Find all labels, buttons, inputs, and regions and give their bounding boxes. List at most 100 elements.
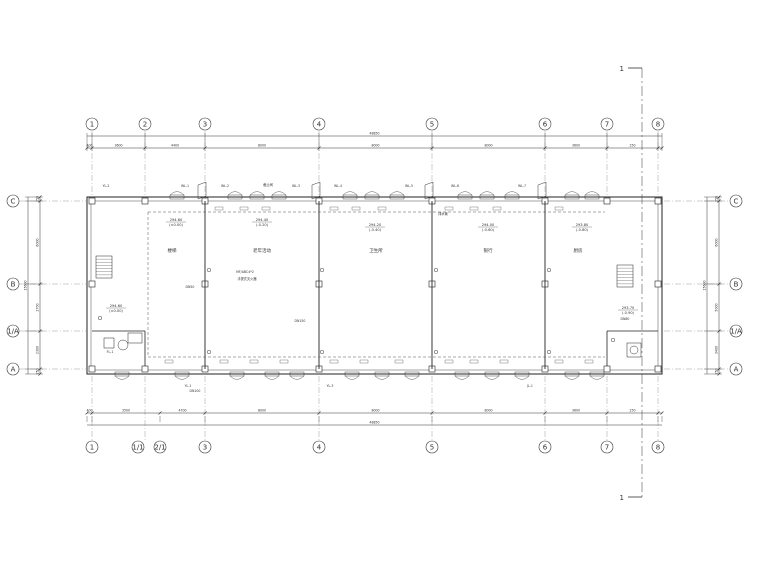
toilet-fixture xyxy=(117,339,129,351)
fixture-top-9 xyxy=(554,206,564,211)
window-bottom xyxy=(484,371,500,377)
window-arc-bottom xyxy=(484,375,500,380)
dim-top-seg-label-6: 3600 xyxy=(572,144,580,148)
window-arc-top xyxy=(271,191,287,196)
level-value-6: 293.70 xyxy=(622,306,635,310)
dim-bottom-seg-label-3: 8000 xyxy=(258,409,266,413)
window-arc-bottom xyxy=(514,375,530,380)
column-6-0 xyxy=(603,197,611,205)
axis-bubble-right-1-label: B xyxy=(734,281,739,289)
window-arc-bottom xyxy=(229,375,245,380)
axis-bubble-bottom-0 xyxy=(85,440,99,454)
window-bottom xyxy=(264,371,280,377)
axis-bubble-bottom-8 xyxy=(651,440,665,454)
dim-top-seg-label-3: 8000 xyxy=(258,144,266,148)
axis-bubble-bottom-1-label: 1/1 xyxy=(132,444,143,452)
dim-right-total-label: 15600 xyxy=(703,280,707,290)
note-tag-1: 手提式灭火器 xyxy=(237,276,257,281)
axis-bubble-top-2-label: 3 xyxy=(203,121,207,129)
window-top xyxy=(389,194,405,200)
note-tag-3: 排水管 xyxy=(438,211,448,216)
window-arc-top xyxy=(504,191,520,196)
axis-bubble-bottom-4-label: 4 xyxy=(317,444,322,452)
riser-1 xyxy=(319,267,325,273)
column-1-2 xyxy=(141,365,149,373)
window-top xyxy=(227,194,243,200)
axis-bubble-bottom-5-label: 5 xyxy=(430,444,434,452)
axis-bubble-right-2 xyxy=(729,324,743,338)
dim-top-slash-0 xyxy=(85,146,89,150)
wall-heater-1 xyxy=(311,181,321,200)
axis-bubble-left-0-label: C xyxy=(11,198,16,206)
axis-bubble-top-7-label: 8 xyxy=(656,121,660,129)
column-0-0 xyxy=(88,197,96,205)
fixture-bottom-8 xyxy=(469,359,479,364)
axis-bubble-top-6-label: 7 xyxy=(605,121,609,129)
fixture-top-4 xyxy=(351,206,361,211)
room-label-1: 老年活动 xyxy=(253,247,271,254)
axis-bubble-top-0 xyxy=(85,117,99,131)
window-top xyxy=(169,194,185,200)
wall-heater-0 xyxy=(197,181,207,200)
wc-cubicle xyxy=(127,332,143,344)
axis-bubble-bottom-5 xyxy=(425,440,439,454)
window-arc-bottom xyxy=(174,375,190,380)
axis-bubble-right-1 xyxy=(729,277,743,291)
note-tag-12: DN80 xyxy=(621,317,630,321)
level-value-5: 294.60 xyxy=(110,304,123,308)
dim-right-slash-5 xyxy=(717,372,721,376)
dim-top-seg-label-1: 3600 xyxy=(114,144,122,148)
window-arc-top xyxy=(169,191,185,196)
level-sub-1: (-0.20) xyxy=(256,223,269,227)
axis-bubble-bottom-2-label: 2/1 xyxy=(154,444,165,452)
axis-bubble-top-5-label: 6 xyxy=(543,121,548,129)
dim-right-seg-label-3: 3400 xyxy=(715,346,719,354)
window-arc-top xyxy=(249,191,265,196)
dim-bottom-seg-label-4: 8000 xyxy=(371,409,379,413)
wash-basin xyxy=(103,337,115,349)
dim-left-slash-2 xyxy=(38,282,42,286)
column-6-2 xyxy=(603,365,611,373)
level-value-1: 294.40 xyxy=(256,218,269,222)
fixture-top-8 xyxy=(492,206,502,211)
dim-bottom-seg-label-6: 3600 xyxy=(572,409,580,413)
window-top xyxy=(457,194,473,200)
fixture-top-1 xyxy=(239,206,249,211)
axis-bubble-left-2-label: 1/A xyxy=(7,328,19,336)
note-tag-5: DN100 xyxy=(190,389,201,393)
window-arc-top xyxy=(364,191,380,196)
fixture-bottom-11 xyxy=(584,359,594,364)
window-arc-top xyxy=(227,191,243,196)
dim-right-seg-label-4: 250 xyxy=(715,368,719,374)
window-bottom xyxy=(589,371,605,377)
axis-bubble-left-3-label: A xyxy=(11,366,16,374)
fixture-bottom-3 xyxy=(279,359,289,364)
window-bottom xyxy=(344,371,360,377)
level-sub-6: (-0.90) xyxy=(622,311,635,315)
axis-bubble-top-4 xyxy=(425,117,439,131)
dim-bottom-seg-label-5: 8000 xyxy=(484,409,492,413)
window-arc-bottom xyxy=(589,375,605,380)
dim-left-slash-4 xyxy=(38,367,42,371)
axis-bubble-bottom-7-label: 7 xyxy=(605,444,609,452)
fixture-top-5 xyxy=(377,206,387,211)
window-top xyxy=(584,194,600,200)
dim-left-seg-label-1: 6000 xyxy=(36,238,40,246)
wall-heater-3 xyxy=(537,181,547,200)
window-bottom xyxy=(174,371,190,377)
dim-left-seg-label-2: 2700 xyxy=(36,303,40,311)
dim-top-seg-label-7: 250 xyxy=(629,144,635,148)
fixture-bottom-7 xyxy=(444,359,454,364)
dim-left-slash-0 xyxy=(38,195,42,199)
room-label-2: 卫生所 xyxy=(369,247,383,254)
window-arc-bottom xyxy=(344,375,360,380)
room-label-4: 厨房 xyxy=(574,247,583,254)
axis-bubble-top-7 xyxy=(651,117,665,131)
axis-bubble-top-3 xyxy=(312,117,326,131)
dim-left-seg-label-0: 250 xyxy=(36,196,40,202)
window-bottom xyxy=(374,371,390,377)
window-top xyxy=(342,194,358,200)
riser-tag-1: WL-2 xyxy=(221,184,229,188)
stair-right xyxy=(616,264,634,288)
